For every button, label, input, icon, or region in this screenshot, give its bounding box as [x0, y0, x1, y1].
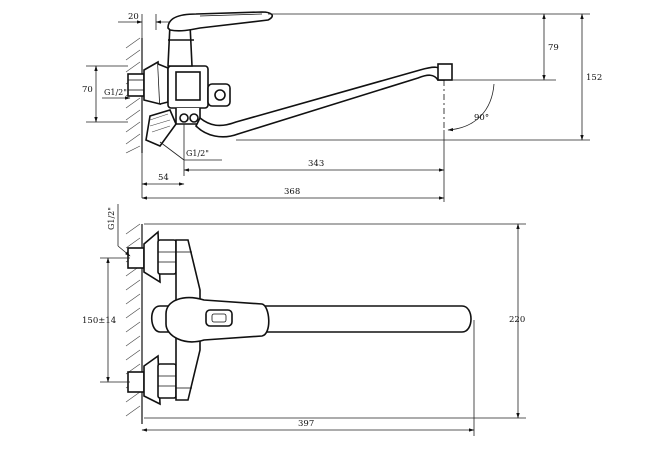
spout-side: [195, 63, 453, 138]
dim-152: 152: [236, 13, 602, 141]
thread-bottom: G1/2": [107, 204, 131, 257]
angle-90-label: 90°: [474, 113, 489, 123]
top-view: G1/2" 150±14 220 397: [82, 204, 526, 436]
dim-220-label: 220: [509, 315, 525, 325]
angle-90: 90°: [447, 83, 495, 132]
dim-397: 397: [141, 320, 475, 436]
dim-343: 343: [183, 124, 445, 176]
diverter-outlet: [145, 109, 177, 147]
dim-368-label: 368: [284, 187, 300, 197]
dim-54: 54: [141, 153, 185, 198]
thread-mid-label: G1/2": [186, 149, 209, 158]
dim-368: 368: [141, 176, 445, 202]
dim-343-label: 343: [308, 159, 324, 169]
dim-220: 220: [144, 223, 526, 419]
thread-top-label: G1/2": [104, 88, 127, 97]
lever-handle-side: [167, 11, 274, 32]
dim-152-label: 152: [586, 73, 602, 83]
side-view: 20: [82, 11, 602, 202]
dim-150: 150±14: [82, 257, 130, 383]
thread-bottom-label: G1/2": [107, 207, 116, 230]
dim-397-label: 397: [298, 419, 314, 429]
eccentric-fitting-top: [127, 60, 169, 106]
dim-150-label: 150±14: [82, 316, 116, 326]
eccentric-fitting-upper: [127, 230, 177, 284]
dim-20-label: 20: [128, 12, 139, 22]
dim-70: 70: [82, 65, 128, 123]
dim-70-label: 70: [82, 85, 93, 95]
thread-top: G1/2": [102, 88, 131, 100]
eccentric-fitting-lower: [127, 354, 177, 406]
dim-79: 79: [268, 13, 590, 81]
lever-handle-top: [165, 296, 270, 343]
thread-mid: G1/2": [159, 141, 222, 161]
dim-54-label: 54: [158, 173, 169, 183]
dim-20: 20: [118, 12, 180, 38]
mixer-body-side: [167, 23, 231, 125]
dim-79-label: 79: [548, 43, 559, 53]
